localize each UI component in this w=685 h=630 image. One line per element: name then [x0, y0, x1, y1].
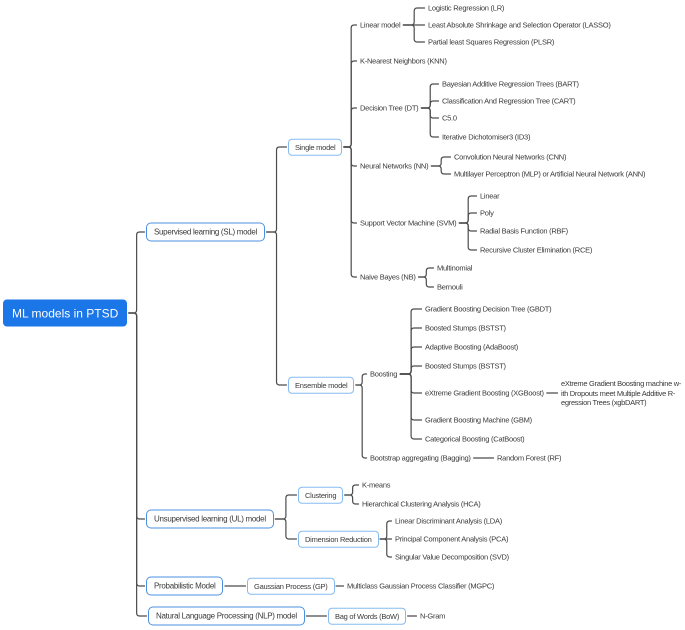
node-dimension-reduction: Dimension Reduction — [298, 530, 379, 548]
node-nlp: Natural Language Processing (NLP) model — [148, 606, 305, 626]
node-svd: Singular Value Decomposition (SVD) — [395, 552, 509, 562]
node-hca: Hierarchical Clustering Analysis (HCA) — [362, 499, 481, 509]
connector-clustering-to-hca — [344, 494, 360, 505]
node-clustering: Clustering — [298, 486, 344, 504]
connector-nn-to-mlp-ann — [430, 165, 452, 175]
node-dt: Decision Tree (DT) — [360, 103, 419, 113]
node-nn: Neural Networks (NN) — [360, 161, 429, 171]
connector-unsupervised-to-clustering — [274, 494, 298, 520]
node-bow: Bag of Words (BoW) — [328, 607, 407, 625]
node-rbf: Radial Basis Function (RBF) — [480, 226, 568, 236]
node-probabilistic: Probabilistic Model — [146, 576, 224, 596]
connector-nb-to-bernouli — [418, 276, 435, 288]
connector-single-model-to-linear-model — [343, 24, 358, 148]
connector-single-model-to-nn — [343, 146, 358, 167]
node-unsupervised: Unsupervised learning (UL) model — [146, 509, 274, 529]
node-multinomial: Multinomial — [437, 263, 473, 273]
connector-single-model-to-nb — [343, 146, 358, 278]
node-single-model: Single model — [288, 138, 343, 156]
node-rf: Random Forest (RF) — [497, 453, 562, 463]
connector-linear-model-to-lr — [402, 7, 426, 26]
node-bstst-2: Boosted Stumps (BSTST) — [425, 361, 506, 371]
node-bagging: Bootstrap aggregating (Bagging) — [370, 453, 471, 463]
node-gp: Gaussian Process (GP) — [247, 577, 335, 595]
connector-dimension-reduction-to-lda — [379, 520, 393, 540]
connector-dimension-reduction-to-svd — [379, 538, 393, 558]
node-lr: Logistic Regression (LR) — [428, 3, 505, 13]
node-xgbdart: eXtreme Gradient Boosting machine w-ith … — [561, 379, 681, 408]
connector-svm-to-svm-poly — [458, 212, 478, 224]
node-adaboost: Adaptive Boosting (AdaBoost) — [425, 342, 519, 352]
connector-boosting-to-catboost — [399, 373, 423, 440]
node-lda: Linear Discriminant Analysis (LDA) — [395, 516, 502, 526]
node-bart: Bayesian Additive Regression Trees (BART… — [442, 79, 579, 89]
connector-unsupervised-to-dimension-reduction — [274, 518, 298, 540]
node-xgboost: eXtreme Gradient Boosting (XGBoost) — [425, 388, 544, 398]
connector-linear-model-to-plsr — [402, 24, 426, 43]
connector-ensemble-model-to-boosting — [355, 373, 368, 386]
node-cart: Classification And Regression Tree (CART… — [442, 96, 576, 106]
node-pca: Principal Component Analysis (PCA) — [395, 534, 509, 544]
connector-nb-to-multinomial — [418, 267, 435, 278]
node-kmeans: K-means — [362, 480, 391, 490]
node-svm: Support Vector Machine (SVM) — [360, 218, 457, 228]
node-ensemble-model: Ensemble model — [288, 376, 355, 394]
node-boosting: Boosting — [370, 369, 398, 379]
connector-root-to-supervised — [128, 231, 146, 314]
node-rce: Recursive Cluster Elimination (RCE) — [480, 245, 593, 255]
connector-svm-to-rce — [458, 222, 478, 251]
node-ngram: N-Gram — [420, 611, 446, 621]
connector-ensemble-model-to-bagging — [355, 384, 368, 459]
node-c50: C5.0 — [442, 113, 457, 123]
node-knn: K-Nearest Neighbors (KNN) — [360, 56, 447, 66]
node-catboost: Categorical Boosting (CatBoost) — [425, 434, 525, 444]
connector-dt-to-id3 — [420, 107, 440, 138]
connector-boosting-to-bstst-2 — [399, 365, 423, 375]
connector-single-model-to-knn — [343, 60, 358, 148]
node-xgbdart-line-2: egression Trees (xgbDART) — [561, 397, 647, 407]
connector-supervised-to-single-model — [265, 146, 288, 233]
node-lasso: Least Absolute Shrinkage and Selection O… — [428, 20, 611, 30]
node-id3: Iterative Dichotomiser3 (ID3) — [442, 132, 531, 142]
node-plsr: Partial least Squares Regression (PLSR) — [428, 37, 555, 47]
node-supervised: Supervised learning (SL) model — [146, 222, 266, 242]
node-gbdt: Gradient Boosting Decision Tree (GBDT) — [425, 304, 552, 314]
node-xgbdart-line-1: ith Dropouts meet Multiple Additive R- — [561, 388, 676, 398]
node-nb: Naive Bayes (NB) — [360, 272, 416, 282]
connector-single-model-to-svm — [343, 146, 358, 224]
node-bstst-1: Boosted Stumps (BSTST) — [425, 323, 506, 333]
node-svm-linear: Linear — [480, 191, 500, 201]
connector-nn-to-cnn — [430, 156, 452, 167]
node-mlp-ann: Multilayer Perceptron (MLP) or Artificia… — [454, 169, 646, 179]
connector-supervised-to-ensemble-model — [265, 231, 288, 386]
connector-clustering-to-kmeans — [344, 484, 360, 496]
connector-root-to-nlp — [128, 312, 148, 617]
node-root: ML models in PTSD — [3, 299, 128, 327]
connector-single-model-to-dt — [343, 107, 358, 148]
node-mgpc: Multiclass Gaussian Process Classifier (… — [347, 581, 495, 591]
node-linear-model: Linear model — [360, 20, 401, 30]
node-cnn: Convolution Neural Networks (CNN) — [454, 152, 567, 162]
node-svm-poly: Poly — [480, 208, 494, 218]
node-xgbdart-line-0: eXtreme Gradient Boosting machine w- — [561, 378, 682, 388]
node-bernouli: Bernouli — [437, 282, 463, 292]
node-gbm: Gradient Boosting Machine (GBM) — [425, 415, 532, 425]
